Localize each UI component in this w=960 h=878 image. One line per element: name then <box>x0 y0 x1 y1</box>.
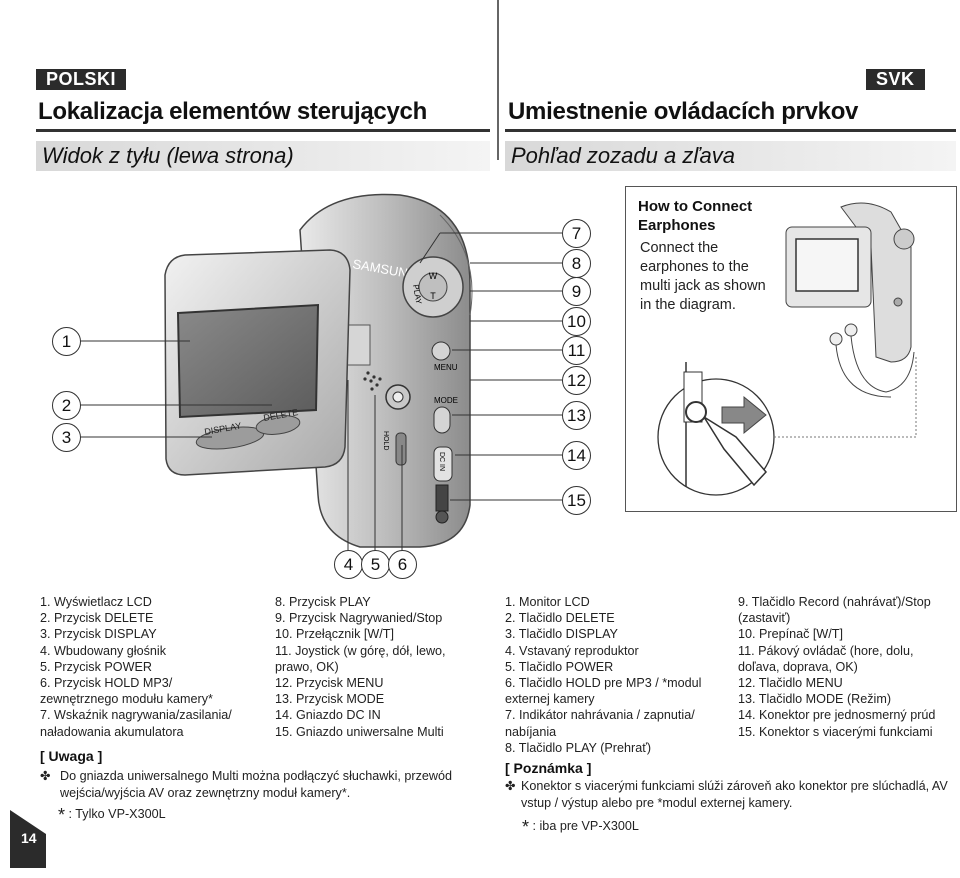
polish-note: ✤ Do gniazda uniwersalnego Multi można p… <box>40 768 460 801</box>
callout-14: 14 <box>562 441 591 470</box>
list-item: zewnętrznego modułu kamery* <box>40 692 213 707</box>
list-item: prawo, OK) <box>275 659 339 674</box>
list-item: (zastaviť) <box>738 611 791 626</box>
list-item: naładowania akumulatora <box>40 724 184 739</box>
list-item: 2. Przycisk DELETE <box>40 611 154 626</box>
list-item: 15. Konektor s viacerými funkciami <box>738 724 933 739</box>
list-item: 12. Przycisk MENU <box>275 676 384 691</box>
list-item: 14. Gniazdo DC IN <box>275 708 381 723</box>
list-item: nabíjania <box>505 724 557 739</box>
list-item: 4. Vstavaný reproduktor <box>505 643 639 658</box>
slovak-note-heading: [ Poznámka ] <box>505 760 592 776</box>
title-rule-left <box>36 129 490 132</box>
language-badge-polski: POLSKI <box>36 69 127 90</box>
list-item: doľava, doprava, OK) <box>738 659 858 674</box>
callout-12: 12 <box>562 366 591 395</box>
t-label: T <box>430 291 436 301</box>
title-rule-right <box>505 129 956 132</box>
callout-9: 9 <box>562 277 591 306</box>
slovak-parts-list-b: 9. Tlačidlo Record (nahrávať)/Stop (zast… <box>738 594 935 740</box>
polish-note-text: Do gniazda uniwersalnego Multi można pod… <box>60 769 453 800</box>
callout-5: 5 <box>361 550 390 579</box>
callout-15: 15 <box>562 486 591 515</box>
polish-note-heading: [ Uwaga ] <box>40 748 103 764</box>
callout-3: 3 <box>52 423 81 452</box>
mode-label: MODE <box>434 396 458 405</box>
note-marker-icon: ✤ <box>505 779 516 793</box>
list-item: 1. Wyświetlacz LCD <box>40 595 152 609</box>
list-item: externej kamery <box>505 692 595 707</box>
page-number-tab: 14 <box>10 810 46 868</box>
list-item: 5. Tlačidlo POWER <box>505 659 614 674</box>
list-item: 5. Przycisk POWER <box>40 659 152 674</box>
slovak-note: ✤ Konektor s viacerými funkciami slúži z… <box>505 778 955 811</box>
list-item: 8. Tlačidlo PLAY (Prehrať) <box>505 740 652 755</box>
note-marker-icon: ✤ <box>40 769 51 783</box>
list-item: 14. Konektor pre jednosmerný prúd <box>738 708 936 723</box>
list-item: 1. Monitor LCD <box>505 595 590 609</box>
callout-10: 10 <box>562 307 591 336</box>
list-item: 3. Przycisk DISPLAY <box>40 627 157 642</box>
list-item: 9. Przycisk Nagrywanied/Stop <box>275 611 443 626</box>
list-item: 3. Tlačidlo DISPLAY <box>505 627 618 642</box>
page-title-slovak: Umiestnenie ovládacích prvkov <box>508 98 859 125</box>
earphones-instructions: Connect the earphones to the multi jack … <box>640 240 766 313</box>
callout-2: 2 <box>52 391 81 420</box>
list-item: 15. Gniazdo uniwersalne Multi <box>275 724 444 739</box>
slovak-footnote-text: : iba pre VP-X300L <box>532 819 639 833</box>
slovak-note-text: Konektor s viacerými funkciami slúži zár… <box>521 779 948 810</box>
list-item: 13. Tlačidlo MODE (Režim) <box>738 692 892 707</box>
asterisk-marker: * <box>58 805 66 825</box>
page-title-polish: Lokalizacja elementów sterujących <box>38 98 427 125</box>
callout-7: 7 <box>562 219 591 248</box>
camcorder-illustration: SAMSUNG DISPLAY DELETE W T PLAY MENU MOD… <box>80 193 562 555</box>
list-item: 8. Przycisk PLAY <box>275 595 371 609</box>
callout-8: 8 <box>562 249 591 278</box>
section-subtitle-slovak: Pohľad zozadu a zľava <box>505 141 956 171</box>
menu-label: MENU <box>434 363 458 372</box>
callout-11: 11 <box>562 336 591 365</box>
list-item: 7. Indikátor nahrávania / zapnutia/ <box>505 708 695 723</box>
list-item: 13. Przycisk MODE <box>275 692 385 707</box>
polish-parts-list-a: 1. Wyświetlacz LCD 2. Przycisk DELETE 3.… <box>40 594 232 740</box>
page-tab-shape <box>10 810 46 868</box>
list-item: 6. Przycisk HOLD MP3/ <box>40 676 173 691</box>
polish-footnote-text: : Tylko VP-X300L <box>68 807 166 821</box>
section-subtitle-polish: Widok z tyłu (lewa strona) <box>36 141 490 171</box>
slovak-parts-list-a: 1. Monitor LCD 2. Tlačidlo DELETE 3. Tla… <box>505 594 701 756</box>
list-item: 10. Prepínač [W/T] <box>738 627 843 642</box>
list-item: 11. Pákový ovládač (hore, dolu, <box>738 643 914 658</box>
list-item: 2. Tlačidlo DELETE <box>505 611 615 626</box>
earphones-info-box: How to Connect Earphones Connect the ear… <box>625 186 957 512</box>
asterisk-marker: * <box>522 817 530 837</box>
list-item: 11. Joystick (w górę, dół, lewo, <box>275 643 446 658</box>
slovak-footnote: * : iba pre VP-X300L <box>522 818 639 836</box>
list-item: 4. Wbudowany głośnik <box>40 643 167 658</box>
earphones-diagram <box>657 202 917 496</box>
polish-parts-list-b: 8. Przycisk PLAY 9. Przycisk Nagrywanied… <box>275 594 446 740</box>
hold-label: HOLD <box>382 431 389 450</box>
earphones-title: How to Connect Earphones <box>638 198 753 234</box>
dc-label: DC IN <box>438 452 445 471</box>
list-item: 12. Tlačidlo MENU <box>738 676 843 691</box>
list-item: 7. Wskaźnik nagrywania/zasilania/ <box>40 708 232 723</box>
page-number: 14 <box>21 830 37 846</box>
language-badge-svk: SVK <box>866 69 925 90</box>
header-divider <box>497 0 499 160</box>
polish-footnote: * : Tylko VP-X300L <box>58 806 166 824</box>
callout-13: 13 <box>562 401 591 430</box>
callout-4: 4 <box>334 550 363 579</box>
callout-6: 6 <box>388 550 417 579</box>
play-label: PLAY <box>411 284 423 306</box>
list-item: 6. Tlačidlo HOLD pre MP3 / *modul <box>505 676 702 691</box>
callout-1: 1 <box>52 327 81 356</box>
list-item: 10. Przełącznik [W/T] <box>275 627 394 642</box>
list-item: 9. Tlačidlo Record (nahrávať)/Stop <box>738 595 931 609</box>
w-label: W <box>429 271 438 281</box>
